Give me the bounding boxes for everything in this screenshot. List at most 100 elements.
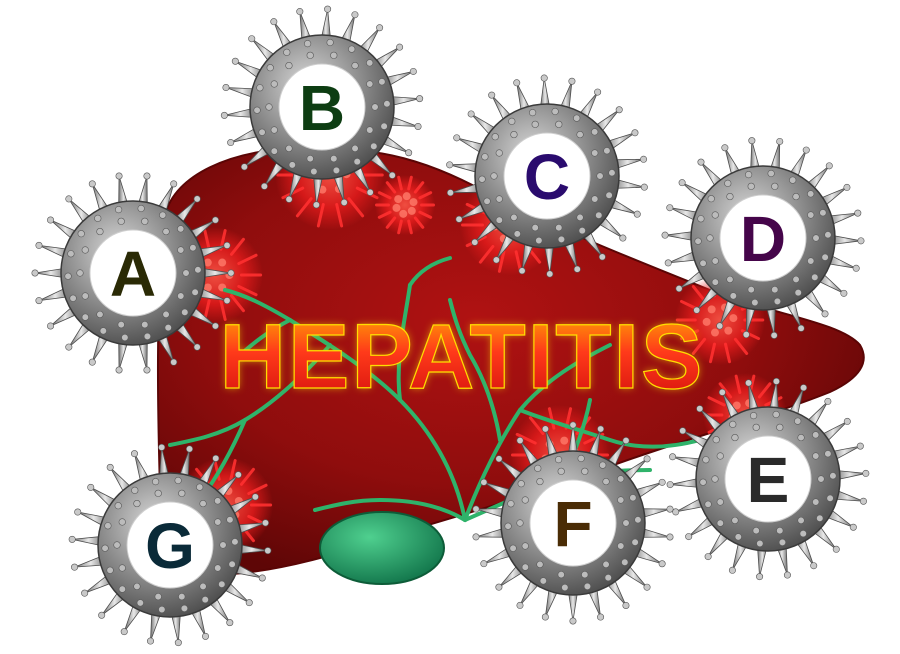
- virus-core: [89, 229, 177, 317]
- spike-knob: [260, 182, 268, 190]
- spike-knob: [446, 189, 454, 197]
- spike-knob: [143, 366, 151, 374]
- spike-knob: [770, 331, 778, 339]
- virus-letter: D: [740, 203, 786, 275]
- virus-g: G: [68, 443, 272, 647]
- spike-knob: [622, 437, 630, 445]
- spike-knob: [852, 264, 860, 272]
- spike-knob: [115, 172, 123, 180]
- spike-knob: [47, 216, 55, 224]
- spike-knob: [716, 322, 724, 330]
- spike-knob: [643, 583, 651, 591]
- virus-core: [724, 435, 812, 523]
- spike-knob: [376, 24, 384, 32]
- spike-knob: [669, 453, 677, 461]
- spike-knob: [223, 297, 231, 305]
- spike-knob: [843, 417, 851, 425]
- spike-knob: [748, 137, 756, 145]
- spike-knob: [640, 183, 648, 191]
- spike-knob: [170, 180, 178, 188]
- spike-knob: [540, 74, 548, 82]
- spike-knob: [88, 180, 96, 188]
- spike-knob: [513, 79, 521, 87]
- spike-knob: [541, 613, 549, 621]
- spike-knob: [597, 425, 605, 433]
- spike-knob: [324, 5, 332, 13]
- spike-knob: [840, 289, 848, 297]
- spike-knob: [541, 425, 549, 433]
- spike-knob: [832, 545, 840, 553]
- spike-knob: [74, 508, 82, 516]
- spike-knob: [351, 11, 359, 19]
- spike-knob: [697, 158, 705, 166]
- virus-a: A: [31, 172, 235, 374]
- spike-knob: [745, 379, 753, 387]
- spike-knob: [849, 523, 857, 531]
- spike-knob: [65, 195, 73, 203]
- spike-knob: [170, 358, 178, 366]
- spike-knob: [664, 259, 672, 267]
- spike-knob: [696, 405, 704, 413]
- virus-f: F: [472, 421, 674, 625]
- spike-knob: [106, 463, 114, 471]
- spike-knob: [158, 443, 166, 451]
- virus-core: [529, 479, 617, 567]
- spike-knob: [467, 110, 475, 118]
- spike-knob: [251, 493, 259, 501]
- spike-knob: [388, 171, 396, 179]
- spike-knob: [569, 421, 577, 429]
- spike-knob: [666, 533, 674, 541]
- spike-knob: [340, 198, 348, 206]
- spike-knob: [824, 397, 832, 405]
- spike-knob: [643, 455, 651, 463]
- spike-knob: [679, 427, 687, 435]
- spike-knob: [594, 88, 602, 96]
- spike-knob: [71, 563, 79, 571]
- title: HEPATITIS HEPATITIS: [219, 305, 703, 408]
- spike-knob: [453, 134, 461, 142]
- spike-knob: [120, 628, 128, 636]
- virus-letter: G: [145, 510, 195, 582]
- spike-knob: [211, 216, 219, 224]
- spike-knob: [518, 267, 526, 275]
- spike-knob: [495, 455, 503, 463]
- spike-knob: [573, 265, 581, 273]
- spike-knob: [223, 241, 231, 249]
- virus-letter: C: [524, 141, 570, 213]
- spike-knob: [220, 111, 228, 119]
- spike-knob: [666, 481, 674, 489]
- spike-knob: [693, 306, 701, 314]
- spike-knob: [245, 599, 253, 607]
- spike-knob: [704, 553, 712, 561]
- spike-knob: [856, 442, 864, 450]
- spike-knob: [843, 183, 851, 191]
- gallbladder: [319, 511, 445, 585]
- spike-knob: [264, 547, 272, 555]
- virus-core: [126, 501, 214, 589]
- virus-letter: A: [110, 238, 156, 310]
- spike-knob: [414, 122, 422, 130]
- spike-knob: [658, 478, 666, 486]
- spike-knob: [240, 163, 248, 171]
- spike-knob: [854, 209, 862, 217]
- spike-knob: [546, 270, 554, 278]
- spike-knob: [405, 149, 413, 157]
- spike-knob: [87, 483, 95, 491]
- spike-knob: [619, 234, 627, 242]
- spike-knob: [772, 377, 780, 385]
- spike-knob: [226, 619, 234, 627]
- spike-knob: [174, 639, 182, 647]
- virus-letter: B: [299, 72, 345, 144]
- spike-knob: [783, 571, 791, 579]
- spike-knob: [597, 613, 605, 621]
- spike-knob: [471, 238, 479, 246]
- virus-core: [503, 132, 591, 220]
- virus-c: C: [446, 74, 648, 278]
- spike-knob: [622, 601, 630, 609]
- virus-e: E: [666, 377, 870, 581]
- spike-knob: [446, 161, 454, 169]
- spike-knob: [296, 8, 304, 16]
- spike-knob: [186, 445, 194, 453]
- spike-knob: [248, 35, 256, 43]
